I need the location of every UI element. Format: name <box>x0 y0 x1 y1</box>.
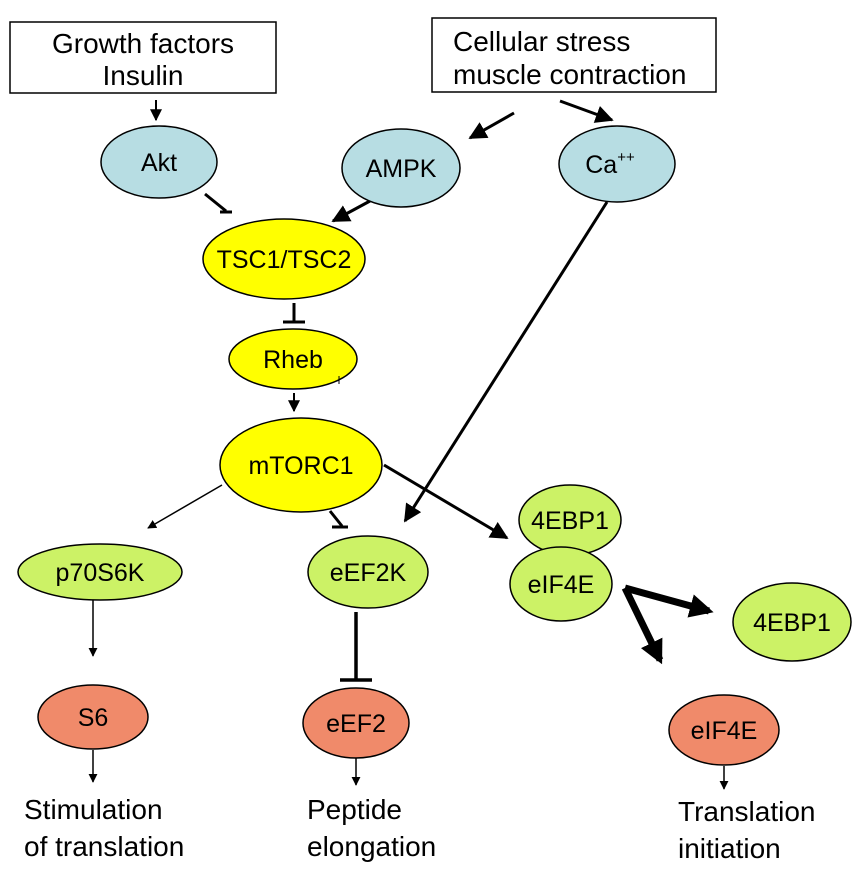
insulin-label: Insulin <box>103 60 184 91</box>
ampk-label: AMPK <box>366 155 437 183</box>
ca-superscript: ++ <box>617 149 635 166</box>
ca-label: Ca++ <box>585 149 635 179</box>
edges <box>88 99 729 790</box>
eif4e-free-label: eIF4E <box>691 717 758 745</box>
initiation-outcome: Translation initiation <box>678 796 815 864</box>
tsc-node: TSC1/TSC2 <box>202 218 366 300</box>
eif4e-bound-node: eIF4E <box>509 546 613 622</box>
cellular-stress-box: Cellular stress muscle contraction <box>431 17 717 93</box>
cellular-stress-label: Cellular stress <box>453 26 630 57</box>
arrow-mtorc1-to-p70s6k <box>147 484 223 529</box>
akt-node: Akt <box>100 125 218 199</box>
inhibit-akt-to-tsc <box>204 192 232 214</box>
growth-factors-label: Growth factors <box>52 28 234 59</box>
s6-label: S6 <box>78 704 109 732</box>
inhibit-mtorc1-to-eef2k <box>328 510 348 529</box>
arrow-ampk-to-tsc <box>331 199 371 223</box>
growth-factors-box: Growth factors Insulin <box>9 21 277 94</box>
muscle-contraction-label: muscle contraction <box>453 59 686 90</box>
mtorc1-label: mTORC1 <box>248 452 353 480</box>
4ebp1-bound-label: 4EBP1 <box>531 507 609 535</box>
eif4e-free-node: eIF4E <box>668 694 780 766</box>
translation-label: Translation <box>678 796 815 827</box>
ca-node: Ca++ <box>558 125 676 203</box>
rheb-node: Rheb <box>228 328 358 390</box>
4ebp1-bound-node: 4EBP1 <box>518 484 622 556</box>
arrow-stress-to-ca <box>559 99 614 123</box>
s6-node: S6 <box>37 684 149 750</box>
elongation-outcome: Peptide elongation <box>307 794 436 862</box>
stimulation-label: Stimulation <box>24 794 163 825</box>
eef2k-label: eEF2K <box>330 559 407 587</box>
rheb-label: Rheb <box>263 346 323 374</box>
eef2-node: eEF2 <box>302 687 410 759</box>
p70s6k-label: p70S6K <box>56 559 145 587</box>
arrow-mtorc1-to-complex <box>383 463 509 540</box>
eif4e-bound-label: eIF4E <box>528 571 595 599</box>
p70s6k-node: p70S6K <box>17 543 183 601</box>
4ebp1-free-node: 4EBP1 <box>732 582 852 662</box>
arrow-ca-to-eef2k <box>403 201 609 523</box>
mtorc1-node: mTORC1 <box>219 417 383 513</box>
elongation-label: elongation <box>307 831 436 862</box>
inhibit-tsc-to-rheb <box>283 303 305 324</box>
inhibit-eef2k-to-eef2 <box>340 612 372 682</box>
peptide-label: Peptide <box>307 794 402 825</box>
akt-label: Akt <box>141 149 177 177</box>
eef2-label: eEF2 <box>326 710 386 738</box>
eef2k-node: eEF2K <box>307 535 429 609</box>
ampk-node: AMPK <box>341 128 461 208</box>
tsc-label: TSC1/TSC2 <box>217 246 352 274</box>
initiation-label: initiation <box>678 833 781 864</box>
arrow-complex-to-eif4e <box>621 586 664 665</box>
arrow-complex-to-4ebp1 <box>624 584 714 618</box>
4ebp1-free-label: 4EBP1 <box>753 609 831 637</box>
of-translation-label: of translation <box>24 831 184 862</box>
arrow-stress-to-ampk <box>468 111 515 140</box>
translation-outcome: Stimulation of translation <box>24 794 184 862</box>
